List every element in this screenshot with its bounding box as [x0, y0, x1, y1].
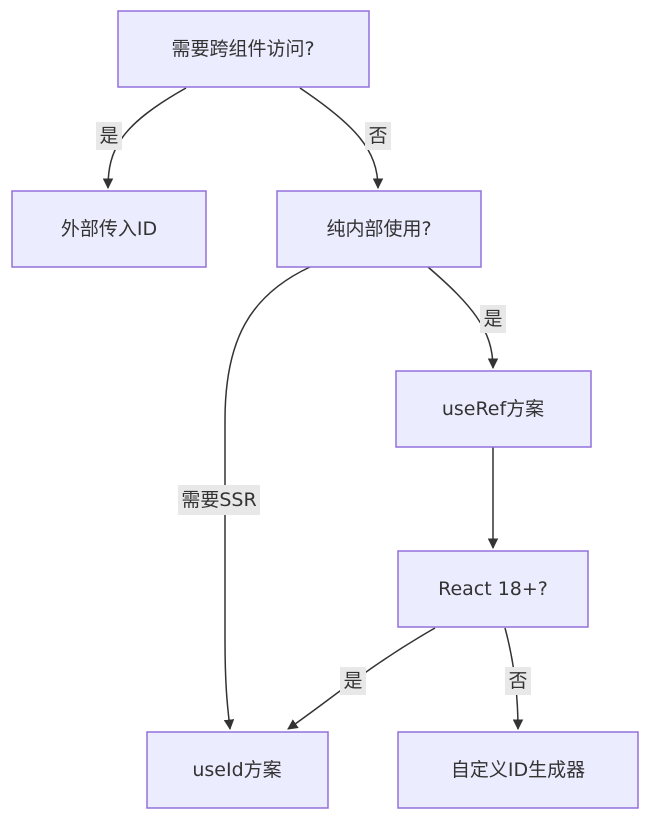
node-label: useId方案: [192, 759, 281, 781]
edge-label-react18-to-custom: 否: [505, 667, 531, 695]
edge-label-cross-to-internal: 否: [365, 122, 391, 150]
edge-label-react18-to-useid: 是: [340, 667, 366, 695]
edge-cross-to-external: [102, 87, 187, 190]
node-external-id[interactable]: 外部传入ID: [11, 190, 207, 268]
edge-internal-to-useref: [427, 266, 499, 370]
node-cross-component[interactable]: 需要跨组件访问?: [117, 10, 370, 88]
edge-label-internal-to-useid: 需要SSR: [178, 485, 260, 515]
node-react18[interactable]: React 18+?: [397, 550, 589, 628]
edge-label-text: 否: [368, 125, 387, 147]
node-label: 需要跨组件访问?: [171, 38, 314, 60]
node-label: React 18+?: [438, 578, 548, 600]
node-label: 纯内部使用?: [326, 218, 431, 240]
edge-label-cross-to-external: 是: [96, 122, 122, 150]
edge-label-text: 是: [343, 670, 362, 692]
edge-internal-to-useid: [223, 266, 311, 731]
node-useid-plan[interactable]: useId方案: [146, 731, 329, 809]
node-internal-only[interactable]: 纯内部使用?: [276, 190, 482, 268]
node-custom-generator[interactable]: 自定义ID生成器: [397, 731, 639, 809]
edge-label-text: 是: [483, 308, 502, 330]
edge-label-text: 是: [99, 125, 118, 147]
node-label: 自定义ID生成器: [451, 759, 585, 781]
node-label: 外部传入ID: [61, 218, 157, 240]
edge-label-text: 需要SSR: [181, 489, 256, 511]
edge-label-internal-to-useref: 是: [480, 305, 506, 333]
edge-cross-to-internal: [299, 87, 384, 190]
node-useref-plan[interactable]: useRef方案: [395, 370, 592, 448]
edge-label-text: 否: [508, 670, 527, 692]
node-label: useRef方案: [442, 398, 544, 420]
